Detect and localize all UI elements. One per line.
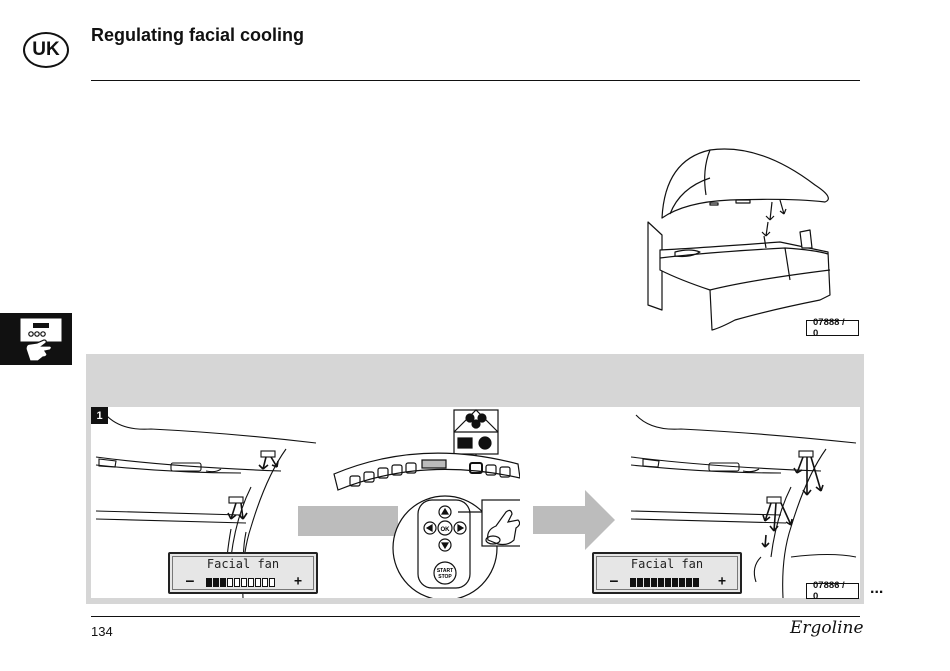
- lcd-minus: –: [186, 574, 194, 589]
- lcd-level-segment: [693, 578, 699, 587]
- footer-rule: [91, 616, 860, 617]
- lcd-plus: +: [718, 574, 726, 589]
- step-number: 1: [91, 407, 108, 424]
- lcd-level-bar: [630, 578, 699, 587]
- lcd-level-segment: [630, 578, 636, 587]
- lcd-label: Facial fan: [206, 557, 280, 571]
- stop-button-label: STOP: [438, 574, 452, 580]
- lcd-level-segment: [665, 578, 671, 587]
- lcd-level-segment: [227, 578, 233, 587]
- lcd-level-segment: [255, 578, 261, 587]
- canopy-interior-after-illustration: [631, 414, 857, 598]
- tanning-bed-overview-illustration: [647, 148, 831, 331]
- progress-arrow-left: [298, 506, 398, 536]
- lcd-level-segment: [644, 578, 650, 587]
- lcd-level-segment: [637, 578, 643, 587]
- progress-arrow-right: [533, 490, 615, 550]
- lcd-display-before: Facial fan – +: [168, 552, 318, 594]
- start-button-label: START: [437, 568, 453, 574]
- lcd-level-segment: [248, 578, 254, 587]
- lcd-level-segment: [679, 578, 685, 587]
- lcd-level-segment: [651, 578, 657, 587]
- lcd-level-segment: [672, 578, 678, 587]
- section-tab: [0, 313, 72, 365]
- lcd-level-segment: [220, 578, 226, 587]
- header-rule: [91, 80, 860, 81]
- lcd-level-segment: [269, 578, 275, 587]
- brand-logo: Ergoline: [790, 618, 864, 638]
- lcd-level-segment: [213, 578, 219, 587]
- continue-marker: ...: [870, 580, 884, 597]
- lcd-display-after: Facial fan – +: [592, 552, 742, 594]
- page-title: Regulating facial cooling: [91, 25, 305, 45]
- lcd-label: Facial fan: [630, 557, 704, 571]
- figure-code-step: 07886 / 0: [806, 580, 859, 602]
- lcd-level-segment: [658, 578, 664, 587]
- lcd-plus: +: [294, 574, 302, 589]
- ok-button-label: OK: [441, 527, 451, 533]
- lcd-level-segment: [241, 578, 247, 587]
- lcd-minus: –: [610, 574, 618, 589]
- lcd-level-segment: [206, 578, 212, 587]
- lcd-level-bar: [206, 578, 275, 587]
- page-number: 134: [91, 624, 113, 639]
- control-panel-hand-icon: [20, 318, 62, 362]
- language-badge: UK: [23, 32, 69, 68]
- lcd-level-segment: [234, 578, 240, 587]
- control-panel-illustration: OK START STOP: [333, 409, 520, 598]
- figure-code-overview: 07888 / 0: [806, 317, 859, 339]
- lcd-level-segment: [686, 578, 692, 587]
- lcd-level-segment: [262, 578, 268, 587]
